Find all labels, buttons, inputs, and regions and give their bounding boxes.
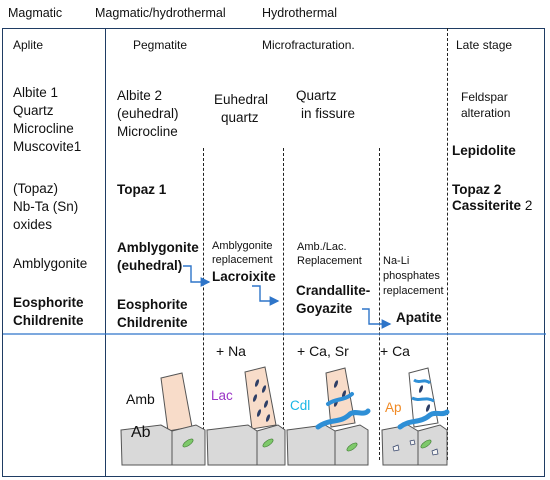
euhedral-title-1: Euhedral — [214, 92, 269, 107]
label-lac: Lac — [211, 388, 233, 403]
peg-eosphorite: Eosphorite — [117, 297, 188, 312]
divider-phosphates — [379, 148, 380, 460]
sketch-lacroixite — [206, 366, 286, 466]
phosphates-3: replacement — [383, 285, 444, 297]
aplite-quartz: Quartz — [13, 103, 54, 118]
aplite-microcline: Microcline — [13, 121, 74, 136]
divider-quartz-fissure — [283, 148, 284, 460]
phosphates-2: phosphates — [383, 270, 440, 282]
amb-lac-replacement-2: Replacement — [297, 255, 362, 267]
addition-na: + Na — [216, 343, 246, 359]
aplite-eosphorite: Eosphorite — [13, 295, 84, 310]
aplite-amblygonite: Amblygonite — [13, 256, 88, 271]
stage-aplite: Aplite — [13, 38, 44, 52]
goyazite: Goyazite — [296, 301, 353, 316]
addition-ca: + Ca — [380, 343, 410, 359]
aplite-topaz: (Topaz) — [13, 181, 59, 196]
cassiterite-name: Cassiterite — [452, 198, 522, 213]
apatite: Apatite — [396, 310, 442, 325]
peg-albite2: Albite 2 — [117, 88, 163, 103]
arrow-to-lacroixite — [183, 265, 211, 287]
late-topaz2: Topaz 2 — [452, 182, 502, 197]
stage-late: Late stage — [456, 38, 513, 52]
sketch-apatite — [381, 367, 450, 466]
late-cassiterite: Cassiterite 2 — [452, 198, 532, 214]
aplite-divider — [105, 28, 106, 477]
amb-replacement-1: Amblygonite — [212, 240, 273, 252]
amb-lac-replacement-1: Amb./Lac. — [297, 241, 347, 253]
sketch-amb-ab — [120, 372, 206, 466]
sketch-crandallite — [286, 367, 371, 466]
peg-amblygonite: Amblygonite — [117, 240, 199, 255]
lacroixite: Lacroixite — [212, 269, 276, 284]
crandallite: Crandallite- — [296, 283, 371, 298]
label-amb: Amb — [126, 391, 155, 407]
divider-late-stage — [447, 28, 448, 460]
peg-microcline: Microcline — [117, 124, 178, 139]
addition-ca-sr: + Ca, Sr — [297, 343, 349, 359]
peg-topaz1: Topaz 1 — [117, 182, 167, 197]
label-ap: Ap — [385, 400, 402, 415]
late-feldspar-1: Feldspar — [461, 90, 508, 104]
late-lepidolite: Lepidolite — [452, 143, 516, 158]
fissure-title-1: Quartz — [296, 88, 337, 103]
aplite-albite1: Albite 1 — [13, 85, 59, 100]
peg-amblygonite-euhedral: (euhedral) — [117, 258, 183, 273]
header-magmatic: Magmatic — [8, 6, 63, 20]
arrow-to-crandallite — [252, 285, 280, 306]
arrow-to-apatite — [362, 308, 392, 329]
label-ab: Ab — [131, 424, 151, 441]
aplite-childrenite: Childrenite — [13, 313, 84, 328]
divider-euhedral — [203, 148, 204, 460]
aplite-oxides: oxides — [13, 217, 53, 232]
cassiterite-number: 2 — [524, 198, 533, 213]
peg-euhedral: (euhedral) — [117, 106, 179, 121]
aplite-muscovite: Muscovite1 — [13, 139, 82, 154]
fissure-title-2: in fissure — [301, 106, 356, 121]
header-magmatic-hydrothermal: Magmatic/hydrothermal — [95, 6, 226, 20]
label-cdl: Cdl — [290, 398, 310, 413]
peg-childrenite: Childrenite — [117, 315, 188, 330]
late-feldspar-2: alteration — [461, 106, 511, 120]
euhedral-title-2: quartz — [221, 110, 259, 125]
stage-microfracturation: Microfracturation. — [262, 38, 355, 52]
phosphates-1: Na-Li — [383, 255, 410, 267]
amb-replacement-2: replacement — [212, 254, 273, 266]
diagram-frame — [2, 28, 545, 477]
aplite-nbta: Nb-Ta (Sn) — [13, 199, 79, 214]
header-hydrothermal: Hydrothermal — [262, 6, 338, 20]
stage-pegmatite: Pegmatite — [133, 38, 188, 52]
